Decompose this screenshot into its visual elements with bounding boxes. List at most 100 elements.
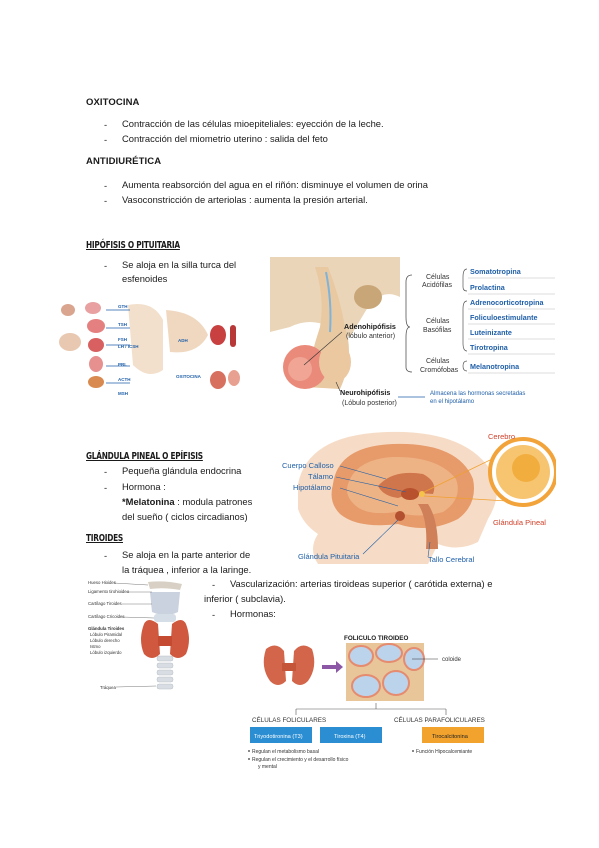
hipofisis-item-line2: esfenoides bbox=[122, 273, 168, 284]
label-istmo: Istmo bbox=[90, 644, 101, 649]
bullet-dash: - bbox=[212, 579, 216, 590]
label-tallo-cerebral: Tallo Cerebral bbox=[428, 555, 475, 564]
neuro-sub: (Lóbulo posterior) bbox=[342, 400, 397, 407]
hormone-foliculoestimulante: Foliculoestimulante bbox=[470, 313, 538, 322]
pineal-heading: Glándula pineal o epífisis bbox=[86, 451, 203, 462]
hormone-somatotropina: Somatotropina bbox=[470, 267, 522, 276]
thyroid-icon bbox=[87, 319, 105, 333]
pineal-melatonina-line: *Melatonina : modula patrones bbox=[122, 495, 252, 509]
note-4: Función Hipocalcemiante bbox=[416, 749, 472, 755]
cartilago-tiroides-shape bbox=[150, 592, 180, 615]
melatonina-bold: *Melatonina bbox=[122, 496, 175, 507]
hueso-hioides-shape bbox=[148, 581, 182, 590]
label-traquea: Tráquea bbox=[100, 685, 116, 690]
istmo-shape bbox=[158, 636, 172, 646]
bullet-dash: - bbox=[104, 180, 108, 191]
group1-b: Acidófilas bbox=[422, 282, 452, 289]
bullet-dash: - bbox=[104, 260, 108, 271]
label-glandula-tiroides: Glándula Tiroides bbox=[88, 626, 125, 631]
label-t3: Triyodotironina (T3) bbox=[254, 734, 303, 740]
hormone-luteinizante: Luteinizante bbox=[470, 328, 512, 337]
tiroides-item-line2: la tráquea , inferior a la laringe. bbox=[122, 564, 252, 575]
hormone-label: PRL bbox=[118, 362, 127, 367]
bullet-dash: - bbox=[104, 195, 108, 206]
label-glandula-pineal: Glándula Pineal bbox=[493, 518, 546, 527]
label-hipotalamo: Hipotálamo bbox=[293, 483, 331, 492]
tallo-cerebral-shape bbox=[418, 504, 438, 549]
hormone-label: ADH bbox=[178, 338, 188, 343]
gonad-icon bbox=[88, 338, 104, 352]
pineal-brain-figure: Cerebro Glándula Pineal Cuerpo Calloso T… bbox=[278, 424, 556, 568]
talamo-shape bbox=[401, 488, 419, 500]
label-hueso-hioides: Hueso Hioides bbox=[88, 580, 116, 585]
neurohipofisis-shape bbox=[319, 342, 351, 382]
hormone-label: OXITOCINA bbox=[176, 374, 202, 379]
breast-icon bbox=[89, 356, 103, 372]
note-1: Regulan el metabolismo basal bbox=[252, 749, 319, 755]
hipofisis-item-line1: Se aloja en la silla turca del bbox=[122, 259, 237, 270]
adeno-title: Adenohipófisis bbox=[344, 322, 396, 331]
bullet-dash: - bbox=[104, 119, 108, 130]
oxitocina-item-2: Contracción del miometrio uterino : sali… bbox=[122, 133, 328, 144]
t3-box bbox=[250, 727, 312, 743]
tiroides-heading: Tiroides bbox=[86, 533, 123, 544]
thyroid-anatomy-figure: Hueso Hioides Ligamento tirohioideo Cart… bbox=[86, 578, 204, 694]
organ-icon bbox=[59, 333, 81, 351]
group3-a: Células bbox=[426, 358, 450, 365]
pituitary-shape bbox=[128, 304, 163, 374]
hormone-label: ACTH bbox=[118, 377, 131, 382]
lobulo-derecho-shape bbox=[141, 620, 160, 658]
hormone-label: FSH bbox=[118, 337, 127, 342]
bullet-dash: - bbox=[104, 466, 108, 477]
arrow-icon bbox=[322, 661, 343, 673]
label-calcitonina: Tirocalcitonina bbox=[432, 734, 469, 740]
label-cartilago-tiroides: Cartílago Tiroides bbox=[88, 601, 122, 606]
pineal-item-2: Hormona : bbox=[122, 481, 166, 492]
label-ligamento: Ligamento tirohioideo bbox=[88, 589, 130, 594]
lobulo-izquierdo-shape bbox=[170, 620, 189, 658]
tiroides-item-line1: Se aloja en la parte anterior de bbox=[122, 549, 251, 560]
tiroides-vasc-line1: Vascularización: arterias tiroideas supe… bbox=[230, 578, 493, 589]
antidiuretica-item-2: Vasoconstricción de arteriolas : aumenta… bbox=[122, 194, 368, 205]
antidiuretica-heading: ANTIDIURÉTICA bbox=[86, 156, 162, 167]
label-cartilago-cricoides: Cartílago Cricoides bbox=[88, 614, 125, 619]
thyroid-follicle-figure: FOLICULO TIROIDEO coloide CÉLULAS FOLICU… bbox=[246, 631, 508, 775]
hormone-label: LH / ICSH bbox=[118, 344, 139, 349]
label-cuerpo-calloso: Cuerpo Calloso bbox=[282, 461, 334, 470]
neuro-note-1: Almacena las hormonas secretadas bbox=[430, 391, 525, 397]
label-celulas-parafoliculares: CÉLULAS PARAFOLICULARES bbox=[394, 715, 485, 724]
label-lobulo-piramidal: Lóbulo Piramidal bbox=[90, 632, 122, 637]
thyroid-gland-icon bbox=[263, 645, 286, 685]
label-glandula-pituitaria: Glándula Pituitaria bbox=[298, 552, 360, 561]
group1-a: Células bbox=[426, 274, 450, 281]
pineal-line4: del sueño ( ciclos circadianos) bbox=[122, 511, 248, 522]
neuro-note-2: en el hipotálamo bbox=[430, 399, 475, 405]
hipofisis-heading: Hipófisis o pituitaria bbox=[86, 240, 180, 251]
label-talamo: Tálamo bbox=[308, 472, 333, 481]
hormone-label: TSH bbox=[118, 322, 127, 327]
label-celulas-foliculares: CÉLULAS FOLICULARES bbox=[252, 715, 326, 724]
label-lobulo-derecho: Lóbulo derecho bbox=[90, 638, 120, 643]
note-2: Regulan el crecimiento y el desarrollo f… bbox=[252, 757, 349, 763]
hormone-tirotropina: Tirotropina bbox=[470, 343, 509, 352]
adrenal-icon bbox=[88, 376, 104, 388]
vessel-icon bbox=[230, 325, 236, 347]
uterus-icon bbox=[210, 371, 226, 389]
pineal-item-1: Pequeña glándula endocrina bbox=[122, 465, 242, 476]
cartilago-cricoides-shape bbox=[154, 614, 176, 622]
organ-icon bbox=[85, 302, 101, 314]
t4-box bbox=[320, 727, 382, 743]
hormone-adrenocorticotropina: Adrenocorticotropina bbox=[470, 298, 544, 307]
group2-b: Basófilas bbox=[423, 327, 452, 334]
neuro-title: Neurohipófisis bbox=[340, 388, 390, 397]
pituitaria-shape bbox=[395, 511, 405, 521]
antidiuretica-item-1: Aumenta reabsorción del agua en el riñón… bbox=[122, 179, 428, 190]
pituitary-shape bbox=[166, 310, 208, 353]
folicle-title: FOLICULO TIROIDEO bbox=[344, 635, 408, 642]
organ-icon bbox=[61, 304, 75, 316]
adeno-sub: (lóbulo anterior) bbox=[346, 333, 395, 340]
group2-a: Células bbox=[426, 318, 450, 325]
tiroides-vasc-line2: inferior ( subclavia). bbox=[204, 593, 286, 604]
tiroides-hormonas-label: Hormonas: bbox=[230, 608, 276, 619]
note-3: y mental bbox=[258, 764, 277, 770]
